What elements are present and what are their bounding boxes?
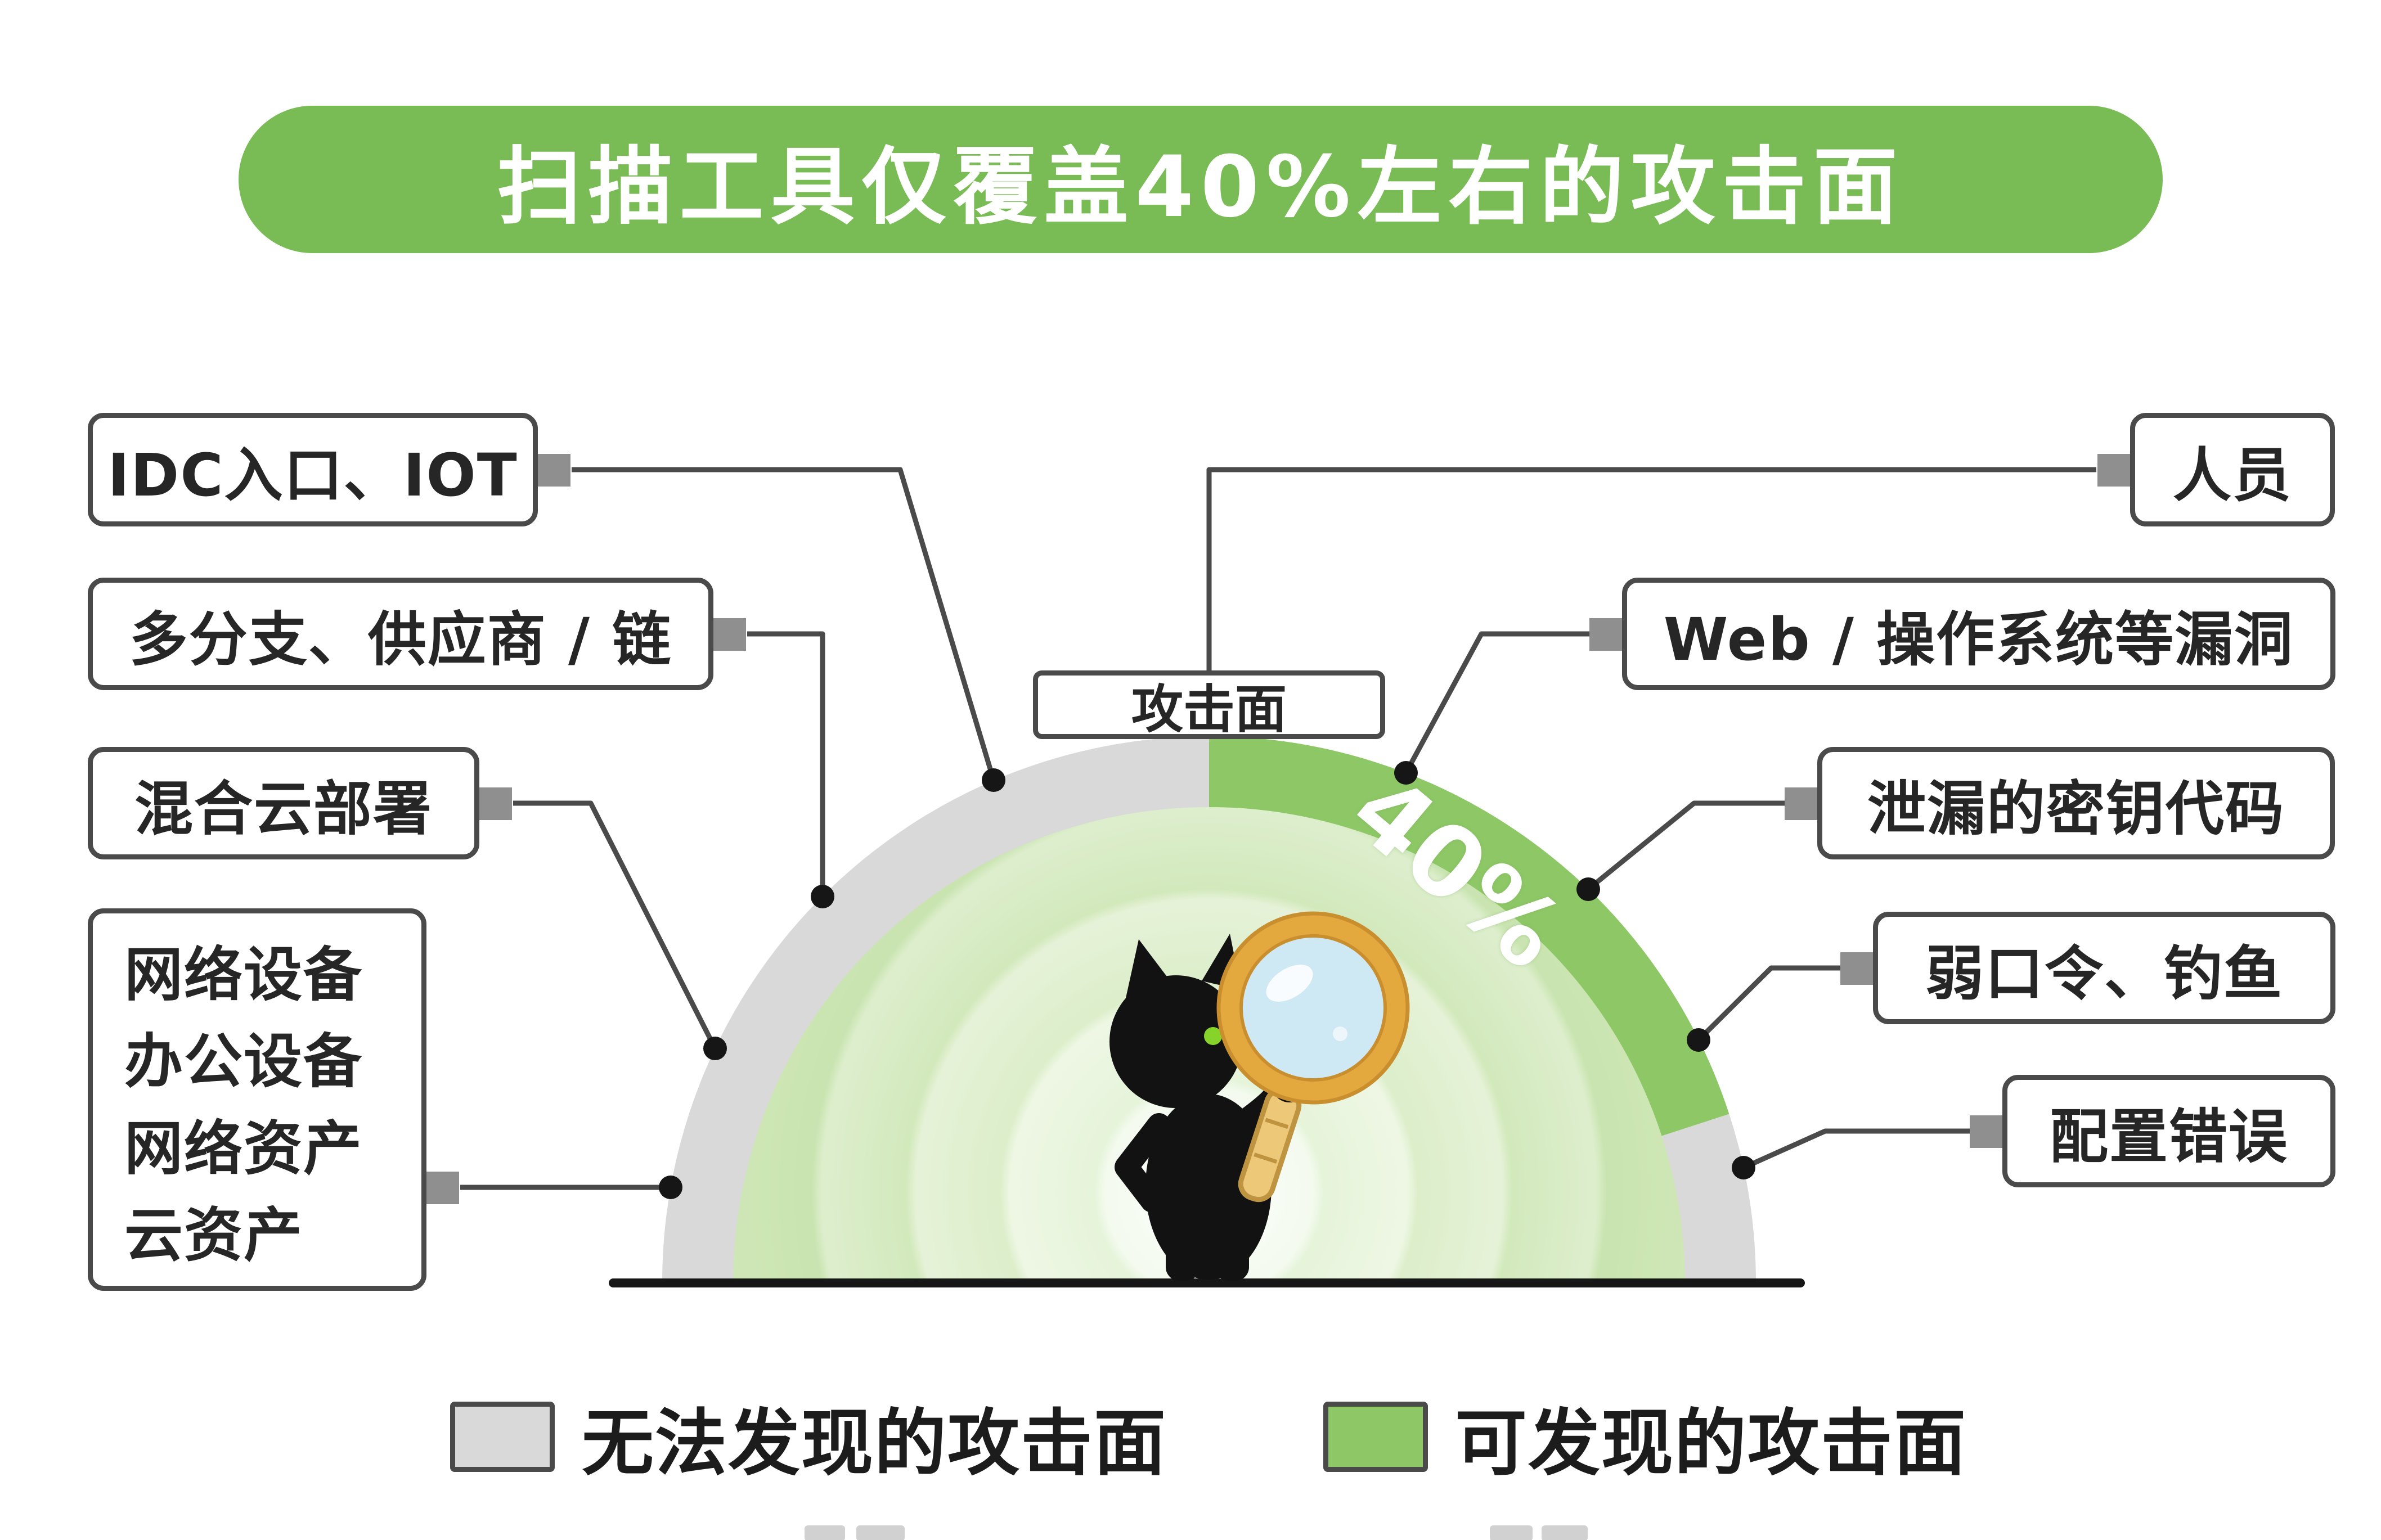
legend-undiscovered-label: 无法发现的攻击面 xyxy=(582,1402,1167,1485)
callout-leaked-keys: 泄漏的密钥代码 xyxy=(1817,747,2335,859)
cat-eye xyxy=(1204,1027,1222,1045)
stub-web-vuln xyxy=(1589,618,1622,651)
callout-assets-line-cloud-assets: 云资产 xyxy=(124,1201,304,1270)
callout-misconfiguration-label: 配置错误 xyxy=(2049,1102,2288,1171)
callout-hybrid-cloud-label: 混合云部署 xyxy=(134,774,433,843)
callout-personnel: 人员 xyxy=(2130,413,2335,526)
gauge-arc-uncovered-left xyxy=(662,736,1210,1284)
callout-personnel-label: 人员 xyxy=(2172,440,2292,510)
connector-misconfig xyxy=(1742,1128,1971,1170)
connector-lines xyxy=(460,467,2096,1190)
callout-weak-password-phishing: 弱口令、钓鱼 xyxy=(1873,912,2335,1024)
cropped-watermark xyxy=(1490,1525,1533,1540)
connector-dots xyxy=(659,761,1755,1199)
attack-surface-ribbon: 攻击面 xyxy=(1033,670,1385,740)
stub-misconfig xyxy=(1970,1115,2002,1148)
stub-personnel xyxy=(2097,454,2130,487)
dot-hybrid-cloud xyxy=(703,1037,727,1060)
callout-assets-line-network-assets: 网络资产 xyxy=(124,1114,363,1183)
cat-leg-left xyxy=(1166,1229,1200,1281)
callout-web-os-vulns-label: Web / 操作系统等漏洞 xyxy=(1663,605,2294,674)
cat-leg-right xyxy=(1215,1229,1249,1281)
stub-leaked-keys xyxy=(1785,787,1817,820)
callout-idc-iot: IDC入口、IOT xyxy=(88,413,538,526)
stub-idc xyxy=(538,454,570,487)
dot-idc xyxy=(982,768,1005,792)
callout-assets-line-network-devices: 网络设备 xyxy=(124,940,363,1009)
callout-branches-suppliers-label: 多分支、供应商 / 链 xyxy=(129,605,672,674)
callout-web-os-vulns: Web / 操作系统等漏洞 xyxy=(1622,578,2335,690)
legend-discovered-label: 可发现的攻击面 xyxy=(1455,1402,1967,1485)
legend-swatch-discovered xyxy=(1323,1402,1428,1472)
connector-idc xyxy=(572,467,996,781)
callout-branches-suppliers: 多分支、供应商 / 链 xyxy=(88,578,713,690)
cat-ear-left xyxy=(1124,939,1174,1006)
connector-stubs xyxy=(426,454,2130,1204)
connector-web-vuln xyxy=(1404,631,1591,774)
callout-hybrid-cloud: 混合云部署 xyxy=(88,747,479,859)
callout-idc-iot-label: IDC入口、IOT xyxy=(107,440,518,510)
connector-weak-password xyxy=(1696,965,1841,1042)
connector-branches xyxy=(747,631,825,897)
stub-assets xyxy=(426,1172,459,1204)
legend-undiscovered: 无法发现的攻击面 xyxy=(450,1385,1167,1489)
stub-branches xyxy=(713,618,746,651)
dot-branches xyxy=(811,885,834,908)
connector-leaked-keys xyxy=(1587,800,1786,891)
cropped-watermark xyxy=(805,1525,845,1540)
legend-discovered: 可发现的攻击面 xyxy=(1323,1385,1967,1489)
legend-swatch-undiscovered xyxy=(450,1402,555,1472)
dot-leaked-keys xyxy=(1576,877,1600,901)
cat-mascot xyxy=(1109,911,1410,1281)
cat-head xyxy=(1109,975,1242,1108)
connector-personnel xyxy=(1206,467,2096,673)
callout-assets-group: 网络设备 办公设备 网络资产 云资产 xyxy=(88,908,426,1291)
stub-hybrid-cloud xyxy=(479,787,512,820)
magnifier-icon xyxy=(1216,911,1410,1105)
cropped-watermark xyxy=(856,1525,905,1540)
gauge-arc-uncovered-right xyxy=(1661,1114,1756,1284)
callout-assets-line-office-devices: 办公设备 xyxy=(124,1027,363,1096)
dot-assets xyxy=(659,1176,682,1199)
gauge-arc-covered xyxy=(1209,736,1729,1136)
callout-weak-password-phishing-label: 弱口令、钓鱼 xyxy=(1925,939,2283,1008)
connector-hybrid-cloud xyxy=(513,800,718,1050)
cropped-watermark xyxy=(1542,1525,1588,1540)
callout-leaked-keys-label: 泄漏的密钥代码 xyxy=(1867,774,2285,843)
title-banner: 扫描工具仅覆盖40%左右的攻击面 xyxy=(239,106,2163,253)
dot-misconfig xyxy=(1732,1156,1755,1179)
page-title: 扫描工具仅覆盖40%左右的攻击面 xyxy=(497,138,1904,236)
callout-misconfiguration: 配置错误 xyxy=(2002,1075,2335,1187)
dot-web-vuln xyxy=(1394,761,1418,785)
stub-weak-password xyxy=(1840,952,1873,985)
attack-surface-label: 攻击面 xyxy=(1131,679,1287,740)
cat-left-arm xyxy=(1115,1113,1171,1213)
dot-weak-password xyxy=(1687,1028,1710,1052)
